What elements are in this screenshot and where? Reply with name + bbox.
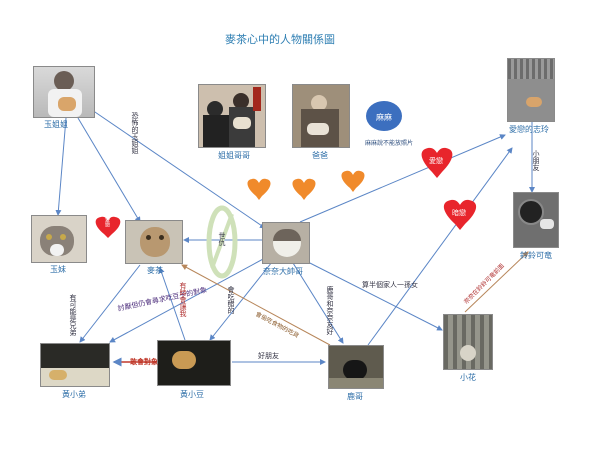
photo-ling-dang bbox=[513, 192, 559, 248]
heart-orange-3 bbox=[341, 171, 364, 192]
label-dad: 爸爸 bbox=[312, 150, 328, 161]
label-mom: 麻麻 bbox=[376, 112, 392, 123]
photo-brother-sister bbox=[198, 84, 266, 148]
edge-naicha-xiaohua bbox=[300, 258, 442, 330]
heart-orange-2 bbox=[292, 179, 315, 200]
edge-label-scary: 恐怖的玉姐姐 bbox=[130, 112, 139, 154]
edge-label-maybe-sibling: 有可能是兄弟 bbox=[68, 294, 77, 336]
label-ling-dang: 鈴鈴可竜 bbox=[520, 250, 552, 261]
photo-naicha bbox=[262, 222, 310, 264]
heart-label-love: 愛戀 bbox=[429, 157, 443, 166]
heart-label-small: 愛戀 bbox=[104, 217, 110, 227]
photo-yu-mei bbox=[31, 215, 87, 263]
edge-label-friend-small: 小朋友 bbox=[531, 150, 540, 171]
edge-label-care: 會吃醋的 bbox=[226, 286, 235, 314]
edge-label-give-way: 有時會讓我 bbox=[178, 282, 187, 317]
photo-huang-di bbox=[40, 343, 110, 387]
label-maicha: 麥茶 bbox=[147, 265, 163, 276]
label-lu-ge: 鹿哥 bbox=[347, 391, 363, 402]
label-yu-mei: 玉妹 bbox=[50, 264, 66, 275]
photo-xiao-hua bbox=[443, 314, 493, 370]
label-love-chi: 愛戀的志玲 bbox=[509, 124, 549, 135]
photo-huang-dou bbox=[157, 340, 231, 386]
heart-label-crush: 暗戀 bbox=[452, 209, 466, 218]
edge-lu-maicha-brown bbox=[182, 265, 330, 345]
label-xiao-hua: 小花 bbox=[460, 372, 476, 383]
photo-maicha bbox=[125, 220, 183, 264]
label-naicha: 奈奈大帥哥 bbox=[263, 266, 303, 277]
photo-dad bbox=[292, 84, 350, 148]
label-huang-di: 黃小弟 bbox=[62, 389, 86, 400]
heart-orange-1 bbox=[247, 179, 270, 200]
label-mom-note: 麻麻說不能放照片 bbox=[365, 138, 413, 147]
edge-label-lu-ge: 鹿哥和奈奈友好 bbox=[325, 286, 334, 335]
edge-label-xiaohua-family: 算半個家人一孫女 bbox=[362, 281, 418, 290]
edge-label-friend: 好朋友 bbox=[258, 352, 279, 361]
edge-xiaohua-lingdang-brown bbox=[465, 252, 528, 312]
edge-sister-yumei bbox=[58, 118, 66, 215]
label-brother-sister: 姐姐哥哥 bbox=[218, 150, 250, 161]
photo-lu-ge bbox=[328, 345, 384, 389]
edge-label-chasing: 敢會對象 bbox=[130, 358, 158, 367]
label-sister-jade: 玉姐姐 bbox=[44, 119, 68, 130]
photo-sister-jade bbox=[33, 66, 95, 118]
edge-label-enemy: 世仇 bbox=[217, 232, 226, 246]
photo-love-chi bbox=[507, 58, 555, 122]
label-huang-dou: 黃小豆 bbox=[180, 389, 204, 400]
